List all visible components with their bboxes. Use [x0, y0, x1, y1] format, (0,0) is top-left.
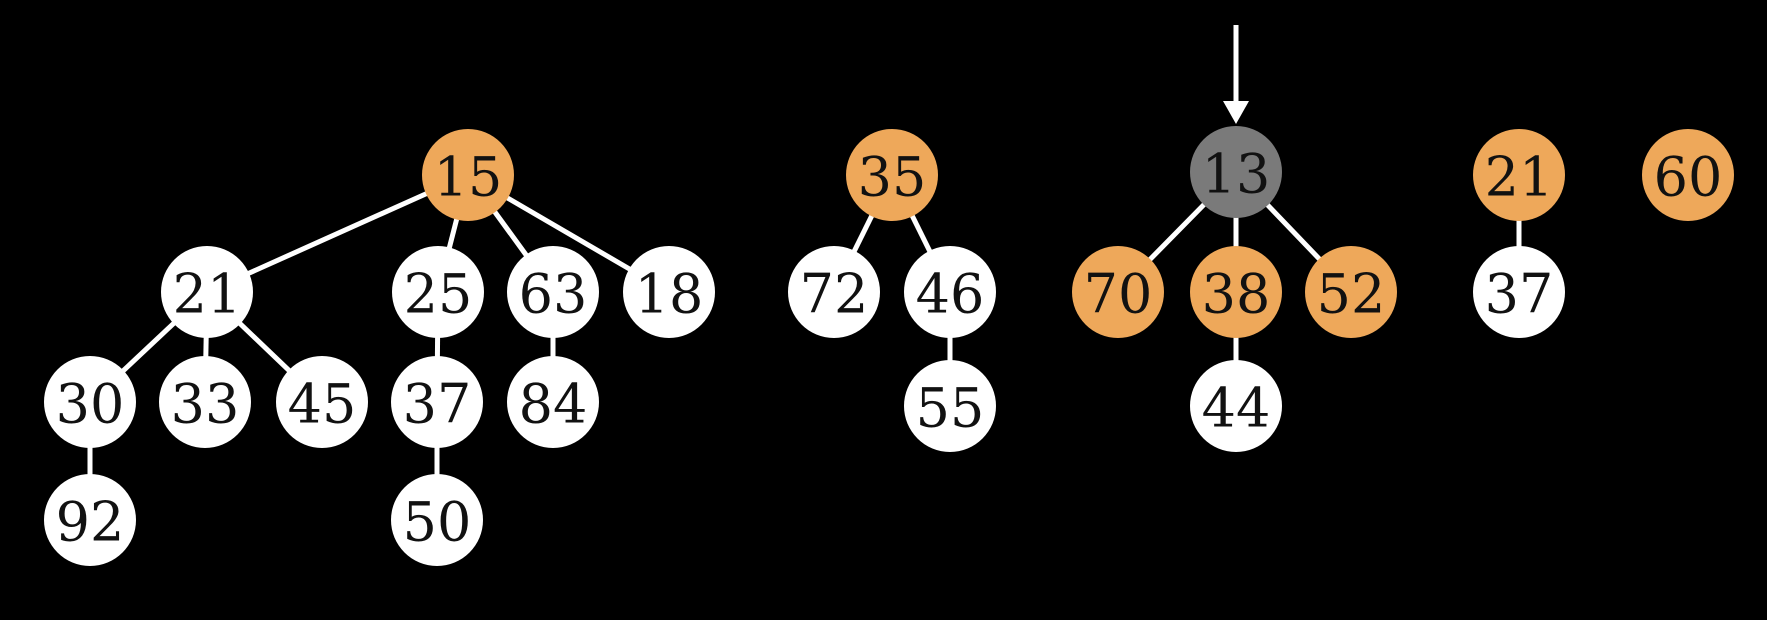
tree-edge [1147, 201, 1207, 263]
node-label: 33 [171, 373, 240, 436]
selected-node-circle [1190, 126, 1282, 218]
tree-node: 72 [788, 246, 880, 338]
node-label: 37 [1485, 263, 1554, 326]
node-label: 25 [404, 263, 473, 326]
nodes-layer: 15 21 25 63 18 30 33 45 37 84 92 50 35 72 46 55 13 70 38 52… [44, 126, 1734, 566]
node-circle [44, 474, 136, 566]
tree-edge [491, 209, 530, 258]
tree-node: 13 [1190, 126, 1282, 218]
node-label: 84 [519, 373, 588, 436]
node-circle [1190, 360, 1282, 452]
node-circle [623, 246, 715, 338]
node-circle [788, 246, 880, 338]
tree-node: 37 [391, 356, 483, 448]
tree-node: 60 [1642, 129, 1734, 221]
tree-node: 55 [904, 360, 996, 452]
tree-node: 70 [1072, 246, 1164, 338]
node-label: 60 [1654, 146, 1723, 209]
tree-node: 45 [276, 356, 368, 448]
tree-node: 30 [44, 356, 136, 448]
node-circle [507, 246, 599, 338]
node-circle [507, 356, 599, 448]
root-node-circle [846, 129, 938, 221]
tree-node: 25 [392, 246, 484, 338]
node-label: 52 [1317, 263, 1386, 326]
node-circle [904, 246, 996, 338]
tree-edge [120, 320, 177, 374]
tree-node: 84 [507, 356, 599, 448]
tree-node: 21 [161, 246, 253, 338]
node-label: 37 [403, 373, 472, 436]
node-label: 50 [403, 491, 472, 554]
tree-edge [851, 213, 875, 254]
tree-edge [246, 190, 429, 277]
node-label: 15 [434, 146, 503, 209]
tree-edge [237, 320, 292, 374]
node-circle [161, 246, 253, 338]
node-label: 44 [1202, 377, 1271, 440]
root-node-circle [422, 129, 514, 221]
node-label: 21 [173, 263, 242, 326]
tree-edge [1264, 202, 1323, 262]
node-label: 13 [1202, 143, 1271, 206]
root-node-circle [1072, 246, 1164, 338]
node-circle [391, 474, 483, 566]
root-node-circle [1642, 129, 1734, 221]
tree-node: 15 [422, 129, 514, 221]
node-circle [159, 356, 251, 448]
tree-edge [909, 213, 933, 254]
node-circle [44, 356, 136, 448]
tree-node: 33 [159, 356, 251, 448]
tree-node: 21 [1473, 129, 1565, 221]
node-label: 35 [858, 146, 927, 209]
tree-node: 46 [904, 246, 996, 338]
node-circle [392, 246, 484, 338]
root-node-circle [1305, 246, 1397, 338]
node-circle [1473, 246, 1565, 338]
node-label: 21 [1485, 146, 1554, 209]
node-label: 92 [56, 491, 125, 554]
node-label: 18 [635, 263, 704, 326]
tree-node: 52 [1305, 246, 1397, 338]
tree-node: 38 [1190, 246, 1282, 338]
root-node-circle [1190, 246, 1282, 338]
down-arrow-icon [1223, 25, 1249, 124]
tree-node: 44 [1190, 360, 1282, 452]
edges-layer [87, 190, 1522, 476]
tree-edge [446, 217, 460, 250]
tree-node: 92 [44, 474, 136, 566]
node-label: 46 [916, 263, 985, 326]
node-label: 30 [56, 373, 125, 436]
node-label: 55 [916, 377, 985, 440]
node-circle [391, 356, 483, 448]
node-label: 45 [288, 373, 357, 436]
node-label: 63 [519, 263, 588, 326]
pointer-layer [1223, 25, 1249, 124]
node-label: 70 [1084, 263, 1153, 326]
tree-edge [504, 194, 633, 273]
tree-node: 37 [1473, 246, 1565, 338]
tree-node: 18 [623, 246, 715, 338]
node-label: 72 [800, 263, 869, 326]
node-label: 38 [1202, 263, 1271, 326]
tree-node: 50 [391, 474, 483, 566]
node-circle [904, 360, 996, 452]
tree-node: 35 [846, 129, 938, 221]
tree-node: 63 [507, 246, 599, 338]
root-node-circle [1473, 129, 1565, 221]
node-circle [276, 356, 368, 448]
